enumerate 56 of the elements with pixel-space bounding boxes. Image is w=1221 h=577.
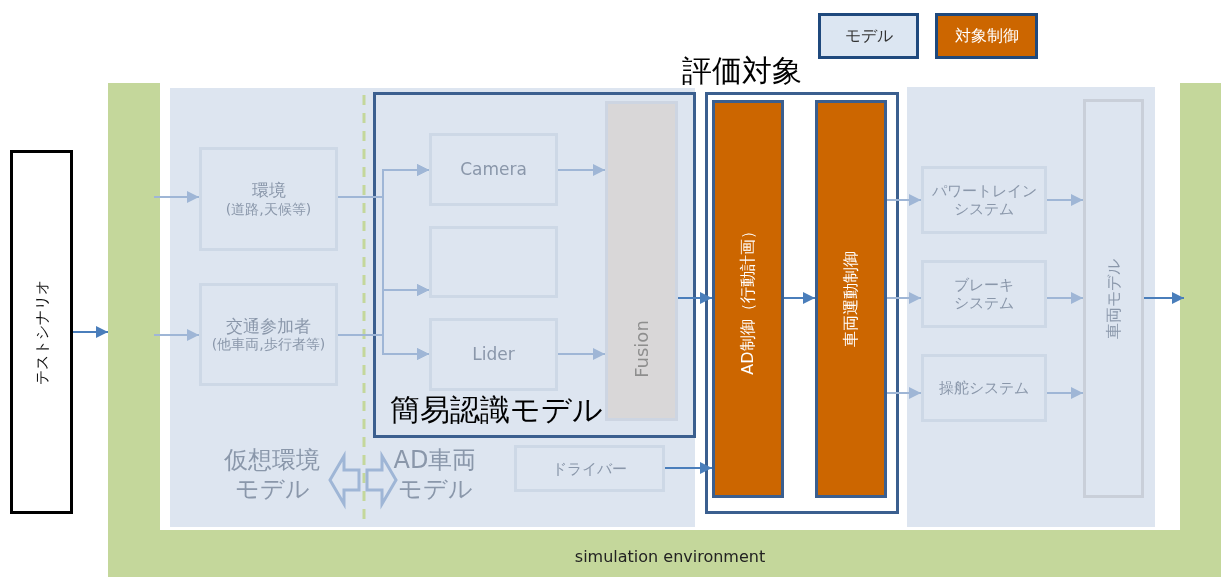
vehicle-panel — [907, 87, 1155, 527]
arrow — [886, 292, 922, 304]
arrow — [886, 387, 922, 399]
arrow — [1143, 292, 1185, 304]
fusion-box — [605, 101, 678, 421]
model-box — [199, 283, 338, 386]
arrow — [664, 462, 713, 474]
vehicle-model-box — [1083, 99, 1144, 498]
model-panel — [170, 88, 362, 527]
arrow — [557, 164, 606, 176]
box-label: AD制御（行動計画） — [738, 223, 758, 375]
box-label: Camera — [460, 159, 527, 180]
legend-label: 対象制御 — [954, 26, 1019, 46]
arrow — [1046, 387, 1084, 399]
box-label: Fusion — [630, 320, 653, 378]
box-label: 車両モデル — [1103, 258, 1124, 339]
arrow — [153, 191, 200, 203]
band-label: simulation environment — [573, 546, 767, 566]
arrow — [1046, 194, 1084, 206]
box-sublabel: (道路,天候等) — [225, 200, 312, 218]
model-box — [921, 354, 1047, 422]
box-label: テストシナリオ — [32, 279, 51, 385]
arrow — [153, 329, 200, 341]
box-label: ドライバー — [552, 459, 627, 478]
box-label: パワートレインシステム — [930, 182, 1038, 218]
box-sublabel: (他車両,歩行者等) — [211, 336, 326, 354]
arrow — [72, 326, 109, 338]
recognition-box — [373, 92, 696, 438]
recognition-label: 簡易認識モデル — [390, 392, 603, 428]
box-label: Lider — [472, 344, 515, 365]
sensor-box — [429, 226, 558, 298]
arrow — [677, 292, 713, 304]
model-box — [514, 445, 665, 492]
arrow — [1046, 292, 1084, 304]
box-label: 交通参加者 — [226, 315, 311, 337]
panel-label: 仮想環境モデル — [223, 446, 321, 504]
block-arrow — [328, 450, 398, 510]
sensor-box — [429, 133, 558, 206]
arrow — [557, 348, 606, 360]
box-label: 環境 — [251, 180, 286, 201]
arrow — [783, 292, 816, 304]
legend-label: モデル — [844, 26, 893, 46]
box-label: 車両運動制御 — [841, 251, 861, 347]
model-box — [921, 260, 1047, 328]
arrow — [886, 194, 922, 206]
model-box — [921, 166, 1047, 234]
model-box — [199, 147, 338, 251]
box-label: ブレーキシステム — [953, 276, 1015, 312]
scenario-box — [10, 150, 73, 514]
heading: 評価対象 — [682, 53, 802, 89]
model-panel — [362, 88, 695, 527]
sensor-box — [429, 318, 558, 391]
panel-label: AD車両モデル — [392, 446, 478, 504]
control-box — [712, 100, 784, 498]
box-label: 操舵システム — [939, 379, 1029, 397]
control-box — [815, 100, 887, 498]
